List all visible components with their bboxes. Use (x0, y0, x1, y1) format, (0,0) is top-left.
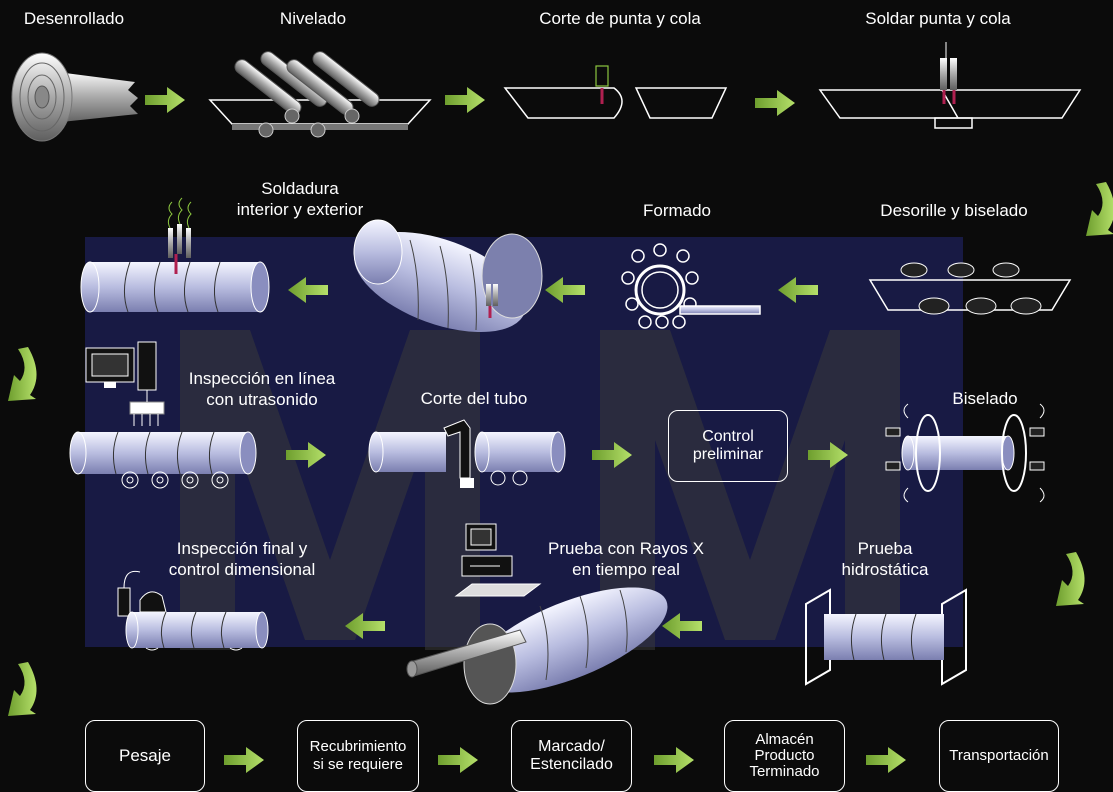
control-line1: Control (702, 428, 754, 445)
edge-trimming-icon (868, 262, 1072, 315)
final-inspection-icon (117, 570, 269, 651)
marcado-line1: Marcado/ (538, 738, 605, 755)
hydrostatic-test-icon (805, 588, 967, 686)
xray-test-icon (406, 523, 668, 705)
box-recubrimiento: Recubrimiento si se requiere (297, 720, 419, 792)
label-nivelado: Nivelado (279, 9, 347, 28)
arrow-left-2 (545, 277, 585, 303)
arrow-right-2 (445, 87, 485, 113)
label-soldadura: Soldadura interior y exterior (237, 178, 364, 220)
arrow-right-7 (224, 747, 264, 773)
arrow-right-3 (755, 90, 795, 116)
label-inspeccion-final: Inspección final y control dimensional (169, 538, 315, 580)
torch-icon-1 (940, 42, 957, 104)
recubrimiento-line2: si se requiere (312, 756, 404, 773)
cut-plates-icon (503, 65, 728, 119)
arrow-down-3 (1056, 552, 1085, 606)
welding-plates-icon (818, 89, 1082, 129)
almacen-line1: Almacén (755, 731, 814, 748)
control-line2: preliminar (692, 446, 764, 463)
label-formado: Formado (642, 201, 712, 220)
label-hidrostatica: Prueba hidrostática (842, 538, 929, 580)
arrow-right-10 (866, 747, 906, 773)
ultrasonic-inspection-icon (69, 341, 257, 489)
pipe-cutting-icon (368, 419, 566, 488)
arrow-down-2 (8, 347, 37, 401)
marcado-line2: Estencilado (530, 756, 613, 773)
label-soldadura-line1: Soldadura (261, 179, 339, 198)
label-corte-punta-cola: Corte de punta y cola (539, 9, 701, 28)
box-control-preliminar: Control preliminar (668, 410, 788, 482)
box-transportacion: Transportación (939, 720, 1059, 792)
forming-rolls-icon (621, 243, 761, 329)
beveling-icon (885, 403, 1045, 503)
label-inspeccion-line1: Inspección en línea (188, 369, 336, 388)
label-rayosx-line1: Prueba con Rayos X (548, 539, 704, 558)
arrow-left-3 (288, 277, 328, 303)
arrow-right-9 (654, 747, 694, 773)
label-soldar-punta-cola: Soldar punta y cola (865, 9, 1011, 28)
label-desorille: Desorille y biselado (880, 201, 1028, 220)
label-inspeccion-final-line1: Inspección final y (176, 539, 308, 558)
almacen-line2: Producto (754, 747, 815, 764)
arrow-down-4 (8, 662, 37, 716)
label-soldadura-line2: interior y exterior (236, 200, 364, 219)
box-almacen: Almacén Producto Terminado (724, 720, 845, 792)
label-inspeccion: Inspección en línea con utrasonido (189, 368, 336, 410)
transportacion-label: Transportación (949, 747, 1049, 764)
label-hidro-line1: Prueba (857, 539, 913, 558)
forming-pipe-icon (353, 219, 543, 333)
label-inspeccion-final-line2: control dimensional (168, 560, 316, 579)
label-hidro-line2: hidrostática (841, 560, 929, 579)
pesaje-label: Pesaje (119, 746, 171, 765)
label-desenrollado: Desenrollado (23, 9, 125, 28)
box-pesaje: Pesaje (85, 720, 205, 792)
arrow-right-8 (438, 747, 478, 773)
box-marcado: Marcado/ Estencilado (511, 720, 632, 792)
label-inspeccion-line2: con utrasonido (206, 390, 318, 409)
coil-icon (11, 52, 138, 142)
label-rayosx: Prueba con Rayos X en tiempo real (548, 538, 704, 580)
arrow-left-1 (778, 277, 818, 303)
recubrimiento-line1: Recubrimiento (309, 738, 407, 755)
welded-pipe-icon (80, 197, 270, 313)
leveler-icon (208, 51, 432, 138)
label-rayosx-line2: en tiempo real (572, 560, 680, 579)
arrow-right-1 (145, 87, 185, 113)
label-corte-tubo: Corte del tubo (420, 389, 528, 408)
arrow-left-4 (662, 613, 702, 639)
arrow-down-1 (1086, 182, 1113, 236)
almacen-line3: Terminado (749, 763, 820, 780)
label-biselado: Biselado (952, 389, 1018, 408)
